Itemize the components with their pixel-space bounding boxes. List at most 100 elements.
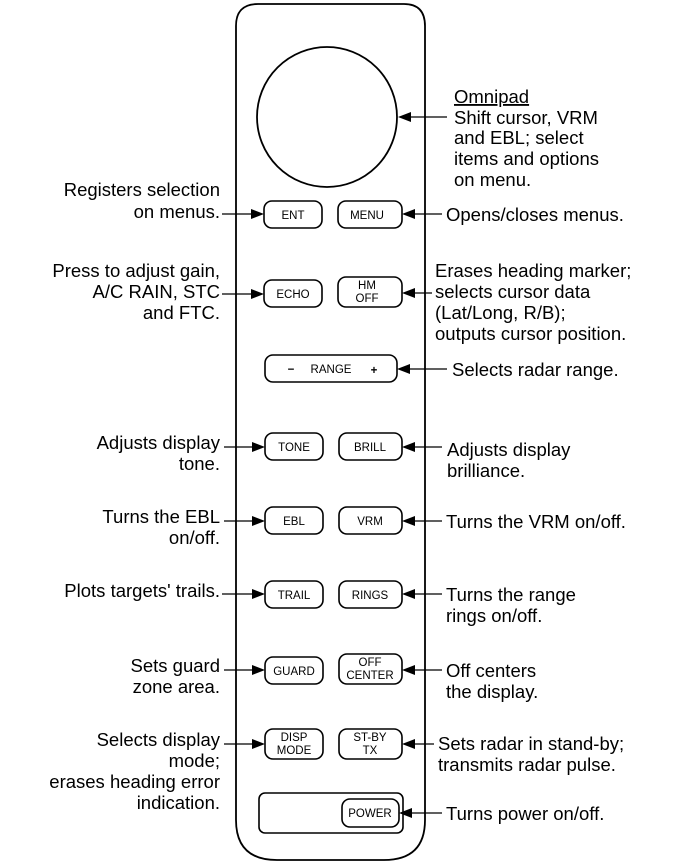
echo-description-line: A/C RAIN, STC <box>93 281 220 302</box>
tone-button[interactable]: TONE <box>264 432 324 461</box>
off-center-leader <box>402 665 442 675</box>
stby-tx-description-line: transmits radar pulse. <box>438 754 616 775</box>
omnipad[interactable] <box>256 46 398 188</box>
power-leader <box>399 808 442 818</box>
stby-tx-description-line: Sets radar in stand-by; <box>438 733 624 754</box>
power-button-label: POWER <box>348 808 391 820</box>
echo-button-label: ECHO <box>276 289 309 301</box>
hm-off-leader <box>402 288 432 298</box>
echo-leader <box>222 289 264 299</box>
off-center-button[interactable]: OFF CENTER <box>338 653 403 685</box>
rings-description: Turns the range rings on/off. <box>446 584 576 626</box>
menu-leader <box>402 209 442 219</box>
range-description: Selects radar range. <box>452 359 619 380</box>
stby-tx-button[interactable]: ST-BY TX <box>338 728 403 760</box>
disp-mode-description-line: mode; <box>169 750 220 771</box>
ebl-description-line: on/off. <box>169 527 220 548</box>
menu-description: Opens/closes menus. <box>446 204 624 225</box>
vrm-description: Turns the VRM on/off. <box>446 511 626 532</box>
stby-tx-button-label-line1: ST-BY <box>353 732 387 744</box>
menu-description-line: Opens/closes menus. <box>446 204 624 225</box>
trail-button[interactable]: TRAIL <box>264 580 324 609</box>
ebl-leader <box>224 516 265 526</box>
stby-tx-description: Sets radar in stand-by; transmits radar … <box>438 733 624 775</box>
ebl-button[interactable]: EBL <box>264 506 324 535</box>
range-button[interactable]: − RANGE + <box>264 354 398 383</box>
stby-tx-leader <box>402 739 434 749</box>
omnipad-description-line: Shift cursor, VRM <box>454 107 598 128</box>
vrm-description-line: Turns the VRM on/off. <box>446 511 626 532</box>
stby-tx-button-label-line2: TX <box>363 745 378 757</box>
hm-off-button[interactable]: HM OFF <box>337 276 403 308</box>
trail-button-label: TRAIL <box>278 590 311 602</box>
rings-description-line: Turns the range <box>446 584 576 605</box>
tone-description: Adjusts display tone. <box>97 432 221 474</box>
omnipad-title: Omnipad <box>454 86 529 107</box>
disp-mode-description: Selects display mode; erases heading err… <box>49 729 220 813</box>
disp-mode-description-line: Selects display <box>97 729 221 750</box>
range-description-line: Selects radar range. <box>452 359 619 380</box>
trail-leader <box>222 589 265 599</box>
off-center-description-line: the display. <box>446 681 538 702</box>
power-button[interactable]: POWER <box>341 798 400 828</box>
brill-description-line: brilliance. <box>447 460 525 481</box>
omnipad-description-line: items and options <box>454 148 599 169</box>
trail-description: Plots targets' trails. <box>64 580 220 601</box>
guard-button[interactable]: GUARD <box>264 656 324 685</box>
echo-description-line: and FTC. <box>143 302 220 323</box>
guard-leader <box>224 665 265 675</box>
disp-mode-description-line: erases heading error <box>49 771 220 792</box>
hm-off-button-label-line1: HM <box>358 280 376 292</box>
guard-button-label: GUARD <box>273 666 315 678</box>
rings-button-label: RINGS <box>352 590 389 602</box>
range-plus-sign: + <box>371 365 378 377</box>
range-minus-sign: − <box>288 364 295 376</box>
disp-mode-description-line: indication. <box>137 792 220 813</box>
echo-description-line: Press to adjust gain, <box>52 260 220 281</box>
disp-mode-button-label-line2: MODE <box>277 745 312 757</box>
rings-leader <box>402 589 442 599</box>
tone-leader <box>224 442 265 452</box>
brill-button[interactable]: BRILL <box>338 432 403 461</box>
disp-mode-leader <box>224 739 265 749</box>
range-leader <box>397 364 447 374</box>
range-button-label: RANGE <box>311 364 352 376</box>
ent-description-line: on menus. <box>134 201 220 222</box>
ebl-description-line: Turns the EBL <box>102 506 220 527</box>
omnipad-description-line: and EBL; select <box>454 127 584 148</box>
ent-leader <box>222 209 264 219</box>
ebl-description: Turns the EBL on/off. <box>102 506 220 548</box>
vrm-button[interactable]: VRM <box>338 506 403 535</box>
guard-description-line: zone area. <box>133 676 220 697</box>
rings-description-line: rings on/off. <box>446 605 542 626</box>
brill-description-line: Adjusts display <box>447 439 571 460</box>
rings-button[interactable]: RINGS <box>338 580 403 609</box>
ent-button-label: ENT <box>282 210 305 222</box>
trail-description-line: Plots targets' trails. <box>64 580 220 601</box>
brill-button-label: BRILL <box>354 442 387 454</box>
echo-button[interactable]: ECHO <box>263 279 323 308</box>
tone-button-label: TONE <box>278 442 310 454</box>
guard-description: Sets guard zone area. <box>131 655 220 697</box>
brill-description: Adjusts display brilliance. <box>447 439 571 481</box>
ent-button[interactable]: ENT <box>263 200 323 229</box>
ebl-button-label: EBL <box>283 516 305 528</box>
brill-leader <box>402 442 442 452</box>
omnipad-description-line: on menu. <box>454 169 531 190</box>
vrm-button-label: VRM <box>357 516 383 528</box>
echo-description: Press to adjust gain, A/C RAIN, STC and … <box>52 260 220 323</box>
menu-button[interactable]: MENU <box>337 200 403 229</box>
guard-description-line: Sets guard <box>131 655 220 676</box>
hm-off-description-line: selects cursor data <box>435 281 591 302</box>
disp-mode-button-label-line1: DISP <box>281 732 308 744</box>
hm-off-button-label-line2: OFF <box>356 293 379 305</box>
disp-mode-button[interactable]: DISP MODE <box>264 728 324 760</box>
hm-off-description: Erases heading marker; selects cursor da… <box>435 260 631 344</box>
omnipad-description: Shift cursor, VRM and EBL; select items … <box>454 107 599 190</box>
omnipad-leader <box>398 112 447 122</box>
power-description: Turns power on/off. <box>446 803 604 824</box>
off-center-button-label-line2: CENTER <box>346 670 393 682</box>
vrm-leader <box>402 516 442 526</box>
off-center-description-line: Off centers <box>446 660 536 681</box>
